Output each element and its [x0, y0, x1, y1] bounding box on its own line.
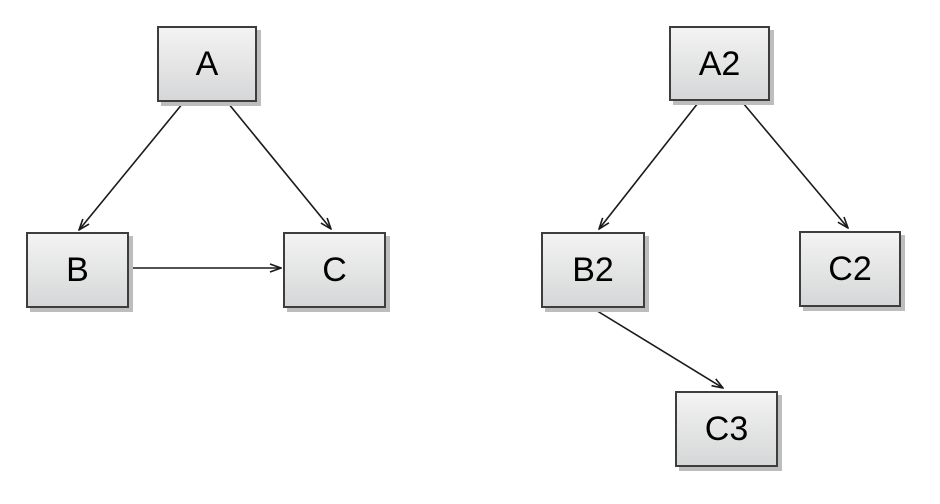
node-label: A — [195, 45, 219, 83]
node-label: C3 — [704, 410, 749, 448]
node-A[interactable]: A — [157, 26, 257, 102]
node-label: B — [66, 251, 89, 289]
edge-A-B — [79, 102, 184, 230]
edge-A2-B2 — [599, 102, 699, 229]
node-A2[interactable]: A2 — [669, 26, 770, 101]
node-C3[interactable]: C3 — [675, 391, 778, 467]
node-label: C — [322, 251, 347, 289]
node-B2[interactable]: B2 — [541, 232, 645, 308]
node-label: C2 — [828, 250, 872, 288]
node-C2[interactable]: C2 — [799, 231, 901, 307]
edge-B2-C3 — [593, 308, 723, 388]
edge-A2-C2 — [742, 102, 848, 228]
node-label: B2 — [572, 251, 614, 289]
node-C[interactable]: C — [283, 232, 386, 308]
node-label: A2 — [698, 44, 741, 83]
edge-A-C — [227, 102, 331, 229]
node-B[interactable]: B — [26, 232, 129, 308]
